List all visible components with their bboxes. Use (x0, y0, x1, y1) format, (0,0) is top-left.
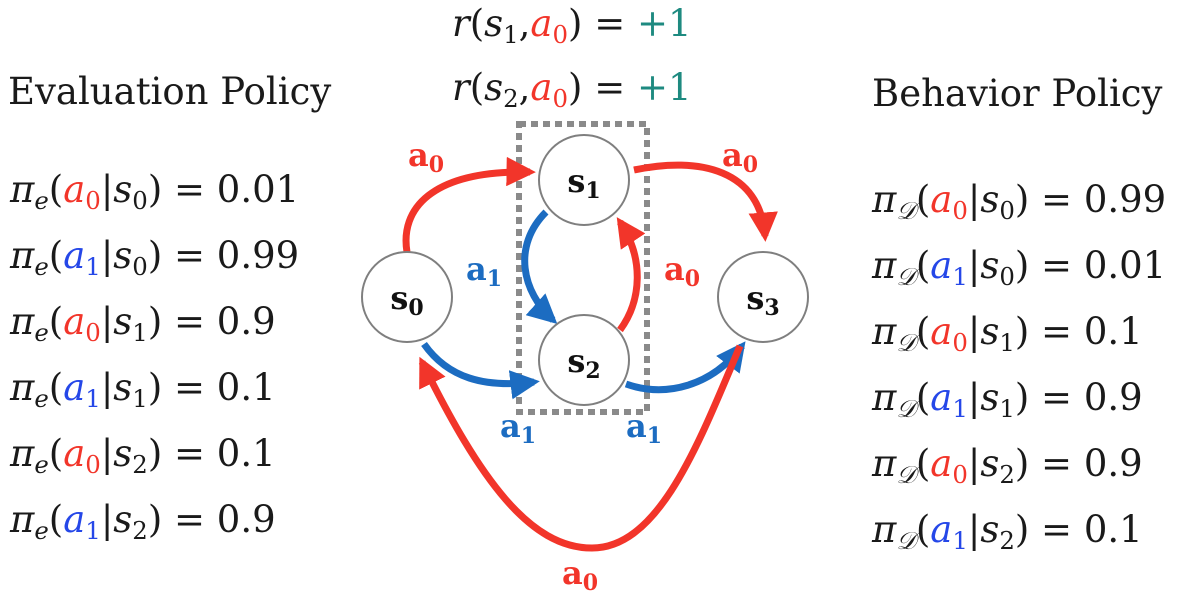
svg-text:s2: s2 (567, 342, 600, 384)
behavior-policy-row: π𝒟(a0|s0) = 0.99 (872, 178, 1167, 225)
evaluation-policy-row: πe(a1|s1) = 0.1 (10, 366, 276, 413)
edge-s1-s3 (633, 161, 778, 242)
behavior-policy-row: π𝒟(a1|s2) = 0.1 (872, 508, 1143, 555)
edge-s3-s0 (418, 344, 744, 552)
svg-text:s0: s0 (390, 279, 423, 321)
behavior-policy-row: π𝒟(a0|s1) = 0.1 (872, 310, 1143, 357)
edge-s2-s1 (616, 217, 646, 333)
highlight-box (516, 121, 650, 415)
edge-label-s1-s3: a0 (722, 136, 758, 178)
edge-label-s3-s0: a0 (562, 554, 598, 596)
edge-label-s0-s2: a1 (500, 407, 536, 449)
reward-equation-2: r(s2,a0) = +1 (452, 66, 692, 113)
behavior-policy-row: π𝒟(a1|s0) = 0.01 (872, 244, 1167, 291)
node-s3: s3 (717, 251, 809, 343)
edge-s1-s2 (521, 209, 558, 324)
edge-label-s2-s3: a1 (626, 407, 662, 449)
evaluation-policy-title: Evaluation Policy (8, 70, 332, 113)
svg-text:s1: s1 (567, 162, 600, 204)
evaluation-policy-row: πe(a1|s0) = 0.99 (10, 234, 300, 281)
behavior-policy-title: Behavior Policy (872, 72, 1163, 115)
reward-equation-1: r(s1,a0) = +1 (452, 2, 692, 49)
edge-label-s2-s1: a0 (664, 250, 700, 292)
node-s1: s1 (538, 134, 630, 226)
node-s2: s2 (538, 314, 630, 406)
node-s0: s0 (361, 251, 453, 343)
behavior-policy-row: π𝒟(a0|s2) = 0.9 (872, 442, 1143, 489)
evaluation-policy-row: πe(a1|s2) = 0.9 (10, 498, 276, 545)
behavior-policy-row: π𝒟(a1|s1) = 0.9 (872, 376, 1143, 423)
edge-label-s1-s2: a1 (466, 250, 502, 292)
edge-s0-s2 (421, 341, 540, 400)
evaluation-policy-list: πe(a0|s0) = 0.01 πe(a1|s0) = 0.99 πe(a0|s1… (10, 168, 350, 564)
svg-text:s3: s3 (746, 279, 779, 321)
edge-s0-s1 (402, 156, 536, 253)
behavior-policy-list: π𝒟(a0|s0) = 0.99 π𝒟(a1|s0) = 0.01 π𝒟(a0|s1… (872, 178, 1202, 574)
evaluation-policy-row: πe(a0|s0) = 0.01 (10, 168, 300, 215)
edge-label-s0-s1: a0 (408, 136, 444, 178)
evaluation-policy-row: πe(a0|s1) = 0.9 (10, 300, 276, 347)
evaluation-policy-row: πe(a0|s2) = 0.1 (10, 432, 276, 479)
